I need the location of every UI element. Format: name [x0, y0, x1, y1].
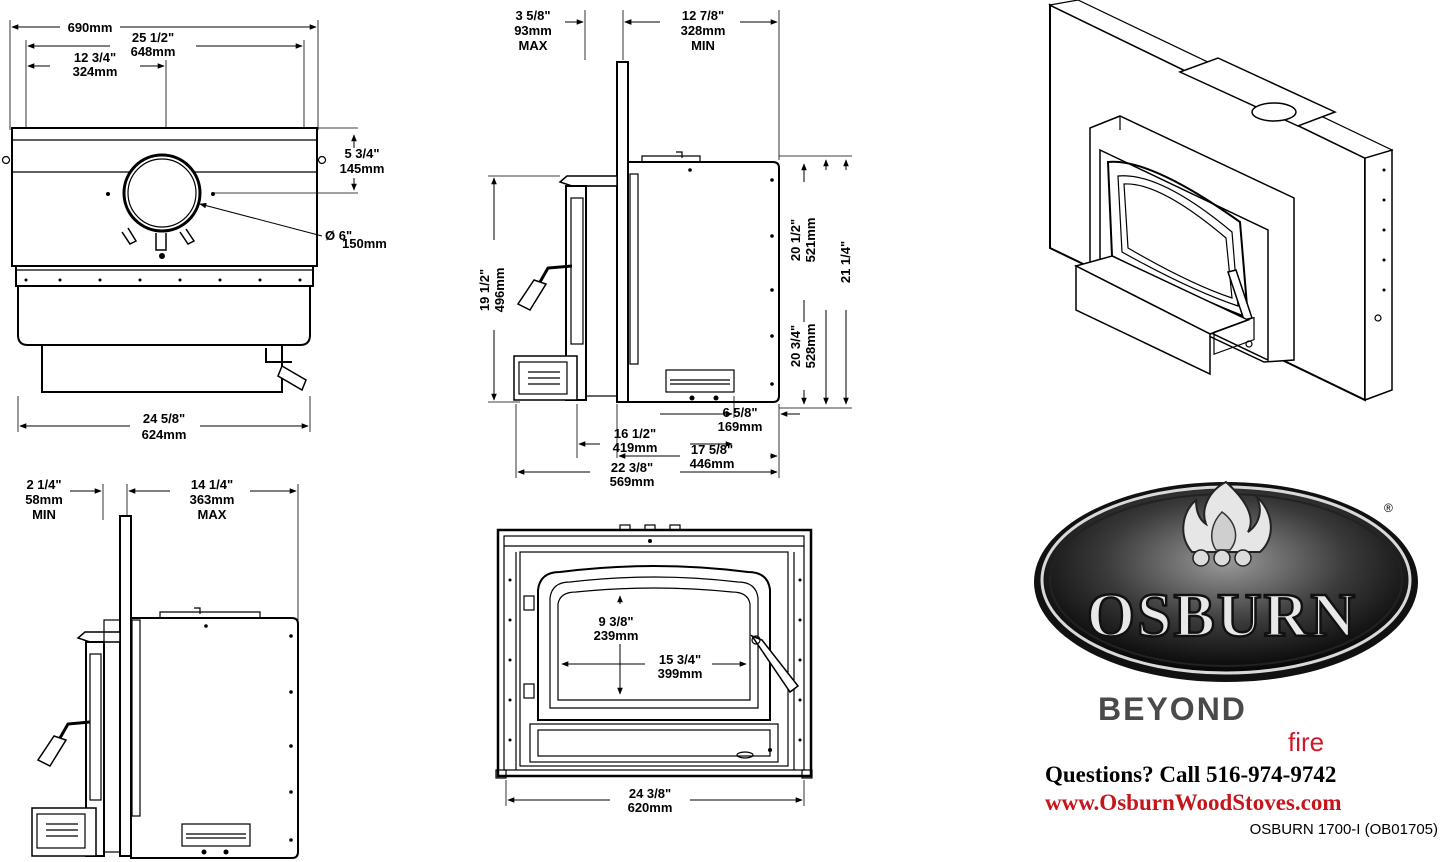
logo-wordmark: OSBURN: [1087, 582, 1357, 650]
website-link[interactable]: www.OsburnWoodStoves.com: [1045, 790, 1341, 815]
top-faceplate-mm: 648mm: [131, 44, 176, 59]
front-glass-width-mm: 399mm: [658, 666, 703, 681]
front-glass-width-in: 15 3/4": [659, 652, 701, 667]
side-max-total-depth-in: 22 3/8": [611, 460, 653, 475]
side-max-left-height-in: 19 1/2": [477, 269, 492, 311]
side-view-max-setback: 3 5/8" 93mm MAX 12 7/8" 328mm MIN: [477, 8, 853, 489]
top-body-width-mm: 624mm: [142, 427, 187, 442]
top-body-width-in: 24 5/8": [143, 411, 185, 426]
side-max-rear-mm: 169mm: [718, 419, 763, 434]
side-view-min-setback: 2 1/4" 58mm MIN 14 1/4" 363mm MAX: [25, 477, 299, 859]
side-max-depth-in: 12 7/8": [682, 8, 724, 23]
side-max-rear-in: 6 5/8": [722, 405, 757, 420]
side-min-setback-mm: 58mm: [25, 492, 63, 507]
top-overall-width-mm: 690mm: [68, 20, 113, 35]
side-max-height-a-mm: 521mm: [803, 218, 818, 263]
tagline-beyond: BEYOND: [1098, 691, 1247, 727]
front-glass-height-in: 9 3/8": [598, 614, 633, 629]
side-max-depth-label: MIN: [691, 38, 715, 53]
front-glass-height-mm: 239mm: [594, 628, 639, 643]
side-min-depth-mm: 363mm: [190, 492, 235, 507]
tagline: BEYOND fire: [1098, 691, 1324, 757]
side-min-depth-in: 14 1/4": [191, 477, 233, 492]
side-max-front-depth-in: 16 1/2": [614, 426, 656, 441]
top-flue-diameter-mm-label: 150mm: [342, 236, 387, 251]
isometric-view: [1048, 0, 1394, 402]
registered-mark: ®: [1384, 501, 1393, 515]
side-min-setback-label: MIN: [32, 507, 56, 522]
top-view: 690mm 25 1/2" 648mm 12 3/4" 324mm: [1, 20, 387, 442]
side-max-setback-mm: 93mm: [514, 23, 552, 38]
contact-phone: Questions? Call 516-974-9742: [1045, 762, 1336, 787]
side-max-height-b-in: 21 1/4": [838, 241, 853, 283]
side-min-setback-in: 2 1/4": [26, 477, 61, 492]
front-view: 9 3/8" 239mm 15 3/4" 399mm 24 3/8" 620mm: [495, 524, 813, 815]
front-overall-width-mm: 620mm: [628, 800, 673, 815]
side-max-front-depth-mm: 419mm: [613, 440, 658, 455]
side-max-total-depth-mm: 569mm: [610, 474, 655, 489]
top-faceplate-in: 25 1/2": [132, 30, 174, 45]
side-max-setback-in: 3 5/8": [515, 8, 550, 23]
top-flue-offset-in: 5 3/4": [344, 146, 379, 161]
top-flue-center-in: 12 3/4": [74, 50, 116, 65]
top-flue-offset-mm: 145mm: [340, 161, 385, 176]
side-max-body-depth-mm: 446mm: [690, 456, 735, 471]
flame-logo-icon: [1182, 480, 1272, 567]
side-max-height-c-in: 20 3/4": [788, 325, 803, 367]
model-number: OSBURN 1700-I (OB01705): [1250, 821, 1438, 838]
top-flue-center-mm: 324mm: [73, 64, 118, 79]
top-flue-diameter-in: Ø 6": [325, 228, 352, 243]
front-overall-width-in: 24 3/8": [629, 786, 671, 801]
tagline-fire: fire: [1288, 727, 1324, 757]
side-min-depth-label: MAX: [198, 507, 227, 522]
side-max-height-c-mm: 528mm: [803, 324, 818, 369]
side-max-left-height-mm: 496mm: [492, 268, 507, 313]
side-max-depth-mm: 328mm: [681, 23, 726, 38]
osburn-logo: OSBURN ®: [1034, 480, 1418, 682]
side-max-height-a-in: 20 1/2": [788, 219, 803, 261]
side-max-body-depth-in: 17 5/8": [691, 442, 733, 457]
side-max-setback-label: MAX: [519, 38, 548, 53]
